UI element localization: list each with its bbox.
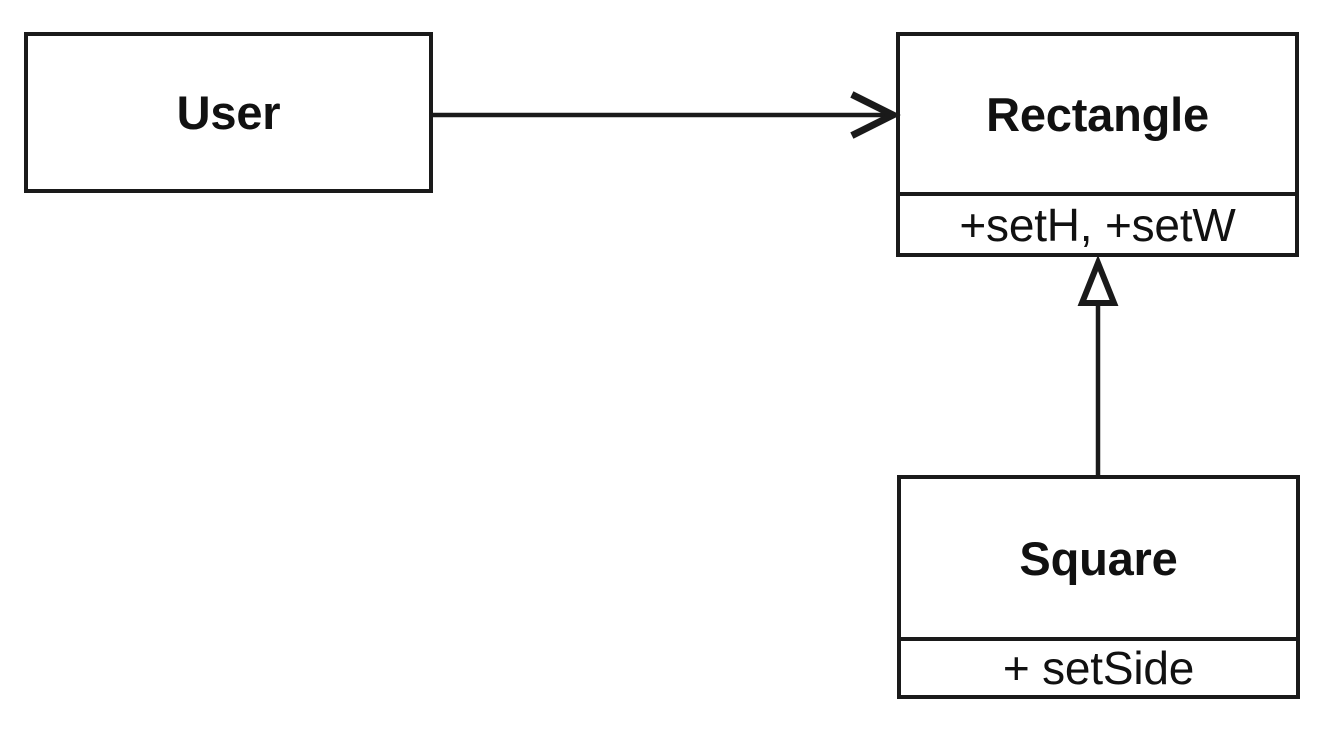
class-box-square[interactable]: Square + setSide [897,475,1300,699]
class-name-square: Square [901,479,1296,638]
class-box-rectangle[interactable]: Rectangle +setH, +setW [896,32,1299,257]
class-name-rectangle: Rectangle [900,36,1295,192]
open-arrow-icon [850,91,901,139]
connector-square-to-rectangle[interactable] [1077,254,1119,475]
class-operations-rectangle: +setH, +setW [900,192,1295,253]
hollow-triangle-icon [1077,254,1119,306]
class-name-user: User [28,36,429,189]
class-box-user[interactable]: User [24,32,433,193]
class-operations-square: + setSide [901,637,1296,695]
connector-user-to-rectangle[interactable] [433,91,901,139]
